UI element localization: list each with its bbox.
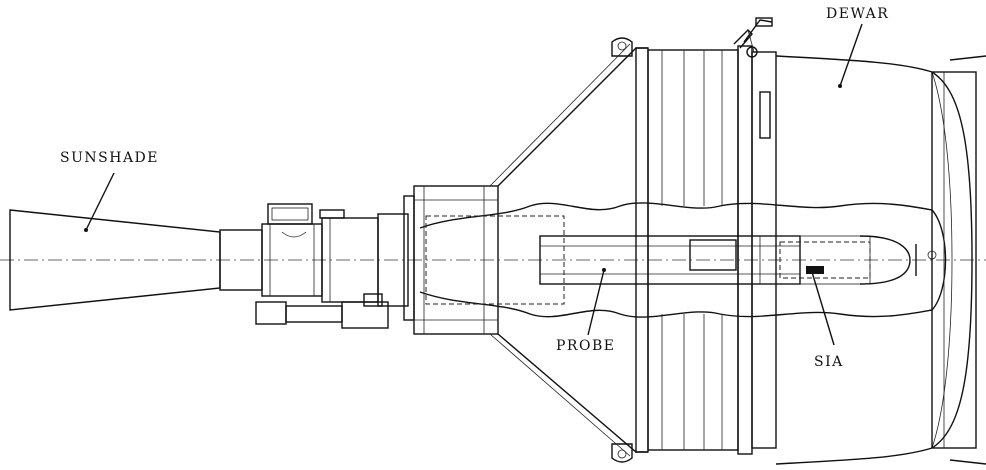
sunshade bbox=[9, 203, 323, 311]
probe-housing bbox=[419, 202, 947, 318]
leader-sia bbox=[811, 271, 835, 346]
leader-probe bbox=[587, 269, 605, 336]
lifting-lug-bottom bbox=[611, 443, 633, 463]
leader-sunshade-dot bbox=[84, 228, 88, 232]
label-dewar: DEWAR bbox=[826, 6, 889, 22]
leader-sunshade bbox=[85, 172, 115, 231]
leader-probe-dot bbox=[602, 268, 606, 272]
label-probe: PROBE bbox=[556, 338, 615, 354]
dewar-body bbox=[635, 45, 986, 465]
label-sunshade: SUNSHADE bbox=[60, 150, 159, 166]
forward-coupling bbox=[255, 209, 409, 329]
vacuum-shell-flange bbox=[403, 43, 648, 457]
lifting-lug-top bbox=[611, 37, 633, 57]
leader-sia-dot bbox=[810, 270, 814, 274]
fill-valve bbox=[733, 17, 773, 58]
label-sia: SIA bbox=[814, 354, 844, 370]
leader-dewar bbox=[839, 23, 863, 87]
leader-dewar-dot bbox=[838, 84, 842, 88]
